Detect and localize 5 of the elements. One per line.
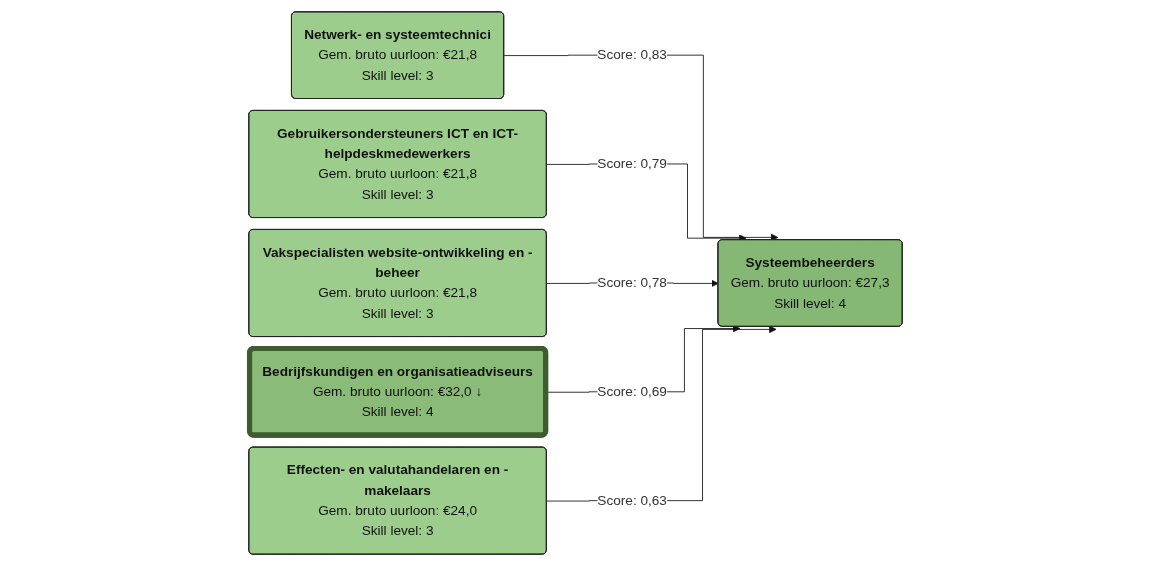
edge-label: Score: 0,63 [597,492,667,508]
edge-label: Score: 0,69 [597,384,667,399]
edge-label: Score: 0,79 [597,156,667,171]
edge-label: Score: 0,78 [597,275,667,290]
edge-label: Score: 0,83 [597,47,667,62]
